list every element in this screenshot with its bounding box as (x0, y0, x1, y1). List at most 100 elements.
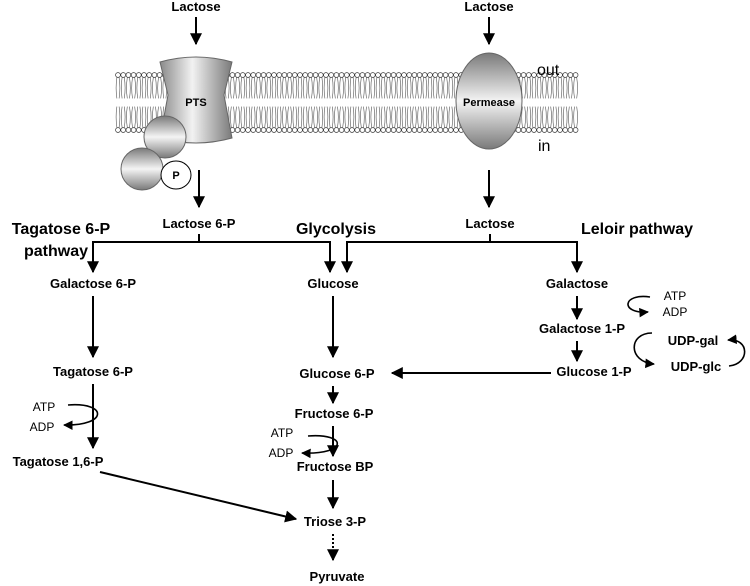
lipid-head (552, 72, 558, 78)
lipid-tail (555, 106, 557, 128)
lipid-head (437, 72, 444, 78)
lipid-tail (316, 77, 318, 99)
lipid-head (297, 72, 303, 78)
lipid-head (385, 127, 392, 133)
lipid-tail (386, 77, 388, 99)
lipid-tail (251, 106, 253, 128)
lipid-tail (384, 106, 386, 128)
lipid-head (349, 72, 355, 78)
lipid-head (323, 72, 329, 78)
lipid-head (333, 72, 340, 78)
lipid-head (359, 72, 366, 78)
lipid-tail (453, 77, 456, 99)
lipid-tail (542, 106, 544, 128)
lipid-tail (531, 77, 534, 99)
lipid-tail (313, 106, 315, 128)
lipid-head (354, 72, 360, 78)
lipid-tail (290, 77, 292, 99)
lipid-head (234, 127, 241, 133)
lipid-head (245, 127, 251, 133)
lipid-tail (363, 106, 365, 128)
lipid-head (151, 72, 158, 78)
lipid-head (370, 127, 376, 133)
lipid-tail (453, 106, 456, 128)
leloir-pathway-title: Leloir pathway (581, 221, 693, 238)
lipid-tail (248, 77, 251, 99)
lipid-tail (318, 77, 320, 99)
lipid-tail (126, 106, 128, 128)
lipid-tail (412, 106, 414, 128)
lipid-tail (155, 77, 157, 99)
lipid-tail (391, 106, 393, 128)
lipid-tail (121, 77, 123, 99)
tagatose-6p-node: Tagatose 6-P (53, 364, 133, 379)
lipid-head (245, 72, 251, 78)
lipid-tail (280, 106, 282, 128)
lipid-tail (365, 106, 367, 128)
lipid-tail (365, 77, 367, 99)
lipid-tail (308, 106, 310, 128)
lipid-tail (378, 106, 381, 128)
lipid-tail (162, 77, 164, 99)
lipid-tail (568, 106, 570, 128)
lipid-tail (269, 77, 271, 99)
lipid-tail (443, 77, 445, 99)
lipid-tail (139, 77, 141, 99)
atp-adp-leloir-arrow (627, 295, 651, 318)
lipid-head (115, 127, 121, 133)
lipid-head (552, 127, 558, 133)
lipid-head (120, 72, 126, 78)
lipid-head (240, 72, 246, 78)
udp-cycle-right-arrow (727, 334, 746, 367)
lipid-head (130, 127, 137, 133)
lipid-tail (373, 106, 375, 128)
lipid-tail (358, 106, 360, 128)
lipid-tail (150, 77, 152, 99)
lipid-tail (557, 106, 560, 128)
lipid-head (240, 127, 246, 133)
glucose-6p-node: Glucose 6-P (299, 366, 374, 381)
lipid-head (375, 127, 381, 133)
lipid-tail (259, 77, 261, 99)
lactose6p-branch-connector (87, 234, 336, 274)
lipid-tail (389, 77, 391, 99)
lipid-head (271, 127, 277, 133)
lipid-tail (256, 106, 258, 128)
lipid-head (390, 72, 397, 78)
lipid-head (333, 127, 340, 133)
pts-subunit-upper (143, 115, 187, 159)
lipid-tail (358, 77, 360, 99)
lipid-tail (230, 106, 232, 128)
lipid-tail (433, 77, 435, 99)
lipid-tail (318, 106, 320, 128)
udp-cycle-left-arrow (633, 332, 655, 369)
lipid-tail (430, 106, 433, 128)
lipid-head (531, 127, 537, 133)
lipid-tail (295, 106, 297, 128)
lipid-tail (529, 106, 531, 128)
lipid-tail (550, 77, 552, 99)
lipid-tail (233, 106, 235, 128)
lipid-head (536, 127, 542, 133)
lipid-tail (311, 77, 313, 99)
lipid-head (453, 72, 459, 78)
lipid-tail (436, 106, 438, 128)
lipid-tail (251, 77, 253, 99)
lipid-tail (425, 106, 427, 128)
lipid-tail (245, 106, 248, 128)
lipid-head (364, 127, 371, 133)
lipid-tail (261, 106, 263, 128)
lipid-head (531, 72, 537, 78)
lipid-tail (552, 77, 554, 99)
lipid-head (349, 127, 355, 133)
lipid-tail (410, 106, 412, 128)
lipid-head (364, 72, 371, 78)
lipid-tail (427, 106, 430, 128)
lipid-head (359, 127, 366, 133)
lipid-head (292, 72, 298, 78)
lipid-tail (417, 77, 419, 99)
lipid-head (567, 72, 574, 78)
lipid-head (115, 72, 121, 78)
lactose-inside-node: Lactose (465, 216, 514, 231)
udp-glc-node: UDP-glc (671, 359, 722, 374)
